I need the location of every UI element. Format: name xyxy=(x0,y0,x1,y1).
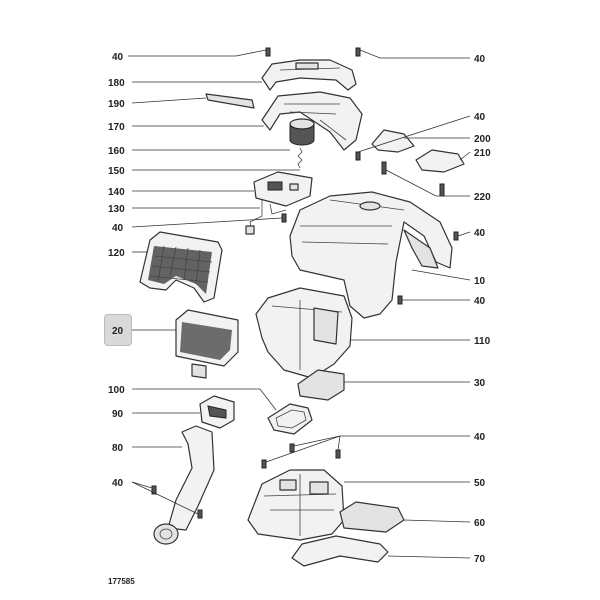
callout-120: 120 xyxy=(108,248,125,259)
callout-90: 90 xyxy=(112,409,124,420)
callout-220: 220 xyxy=(474,192,491,203)
document-number: 177585 xyxy=(108,577,135,586)
part-110-tray xyxy=(255,287,353,379)
callout-180: 180 xyxy=(108,78,125,89)
part-30-pad xyxy=(297,369,345,401)
callout-160: 160 xyxy=(108,146,125,157)
callout-10: 10 xyxy=(474,276,486,287)
callout-40: 40 xyxy=(474,54,486,65)
callout-200: 200 xyxy=(474,134,491,145)
callout-190: 190 xyxy=(108,99,125,110)
callout-40: 40 xyxy=(112,478,124,489)
callout-40: 40 xyxy=(112,52,124,63)
callout-40: 40 xyxy=(474,296,486,307)
callout-labels: 40 180 190 170 160 150 140 130 40 120 20… xyxy=(108,52,491,586)
part-120-grille xyxy=(139,231,223,303)
callout-50: 50 xyxy=(474,478,486,489)
callout-40: 40 xyxy=(474,432,486,443)
callout-60: 60 xyxy=(474,518,486,529)
part-60-plate xyxy=(339,501,405,533)
callout-80: 80 xyxy=(112,443,124,454)
part-100-gasket xyxy=(267,403,313,435)
part-20-filter xyxy=(175,309,239,379)
callout-130: 130 xyxy=(108,204,125,215)
callout-40: 40 xyxy=(474,228,486,239)
side-tab[interactable] xyxy=(104,314,132,346)
leader-lines xyxy=(128,49,471,559)
callout-30: 30 xyxy=(474,378,486,389)
callout-150: 150 xyxy=(108,166,125,177)
part-90-flange xyxy=(199,395,235,429)
callout-210: 210 xyxy=(474,148,491,159)
callout-170: 170 xyxy=(108,122,125,133)
part-130-cable xyxy=(245,200,287,235)
callout-140: 140 xyxy=(108,187,125,198)
part-50-lower-housing xyxy=(247,469,345,541)
part-190-strip xyxy=(205,93,255,109)
part-70-seal xyxy=(291,535,389,567)
part-150-spring xyxy=(297,147,303,169)
part-160-round-element xyxy=(289,118,315,146)
part-140-board xyxy=(253,171,313,207)
part-170-frame xyxy=(261,91,363,151)
callout-70: 70 xyxy=(474,554,486,565)
callout-100: 100 xyxy=(108,385,125,396)
part-10-housing xyxy=(289,191,453,319)
callout-20: 20 xyxy=(112,326,124,337)
part-180-top-cover xyxy=(261,59,357,91)
part-80-hose xyxy=(153,425,215,545)
callout-40: 40 xyxy=(474,112,486,123)
callout-40: 40 xyxy=(112,223,124,234)
callout-110: 110 xyxy=(474,336,491,347)
part-210-cover xyxy=(415,149,465,173)
